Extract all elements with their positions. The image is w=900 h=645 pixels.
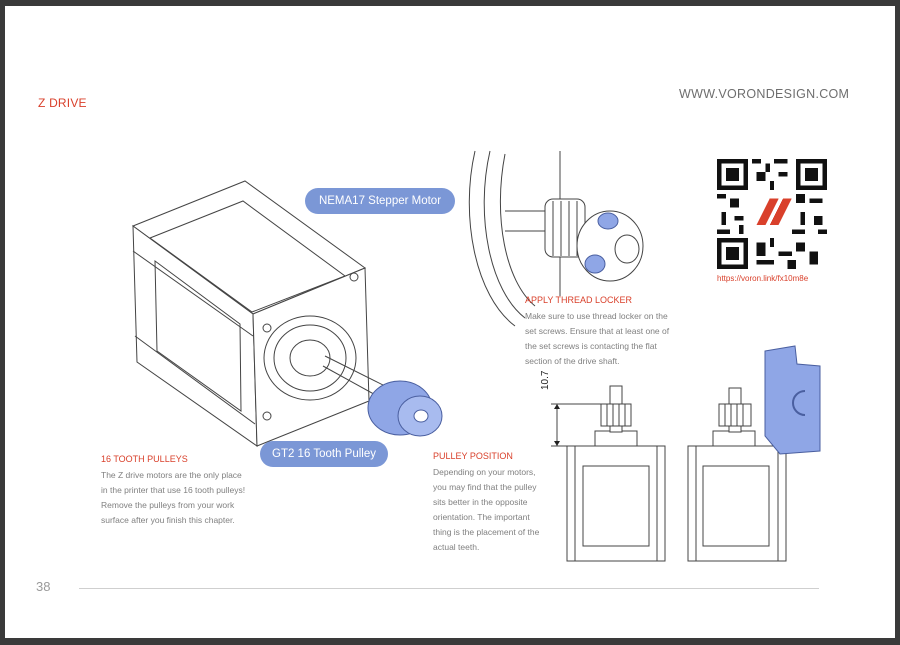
qr-link[interactable]: https://voron.link/fx10m8e [717, 274, 809, 283]
thread-locker-heading: APPLY THREAD LOCKER [525, 295, 633, 305]
pulley-position-right [687, 387, 787, 562]
pulley-position-text: Depending on your motors, you may find t… [433, 465, 558, 555]
text-line: thing is the placement of the [433, 527, 540, 537]
stepper-motor-illustration [131, 180, 386, 447]
text-line: Depending on your motors, [433, 467, 536, 477]
pulley-illustration [367, 380, 443, 437]
dimension-label: 10.7 [540, 370, 551, 390]
manual-page: Z DRIVE WWW.VORONDESIGN.COM NEMA17 Stepp… [5, 6, 895, 638]
assembly-illustrations [131, 150, 821, 562]
text-line: The Z drive motors are the only place [101, 470, 242, 480]
pulley-callout: GT2 16 Tooth Pulley [260, 441, 388, 467]
text-line: Make sure to use thread locker on the [525, 311, 668, 321]
qr-code[interactable] [717, 159, 827, 269]
section-title: Z DRIVE [38, 96, 87, 110]
text-line: the set screws is contacting the flat [525, 341, 657, 351]
text-line: set screws. Ensure that at least one of [525, 326, 670, 336]
text-line: sits better in the opposite [433, 497, 528, 507]
motor-callout: NEMA17 Stepper Motor [305, 188, 455, 214]
text-line: Remove the pulleys from your work [101, 500, 235, 510]
footer-divider [79, 588, 819, 589]
text-line: actual teeth. [433, 542, 480, 552]
text-line: section of the drive shaft. [525, 356, 620, 366]
text-line: orientation. The important [433, 512, 530, 522]
page-number: 38 [36, 579, 51, 594]
pulley-position-left [551, 385, 666, 562]
tooth-pulleys-text: The Z drive motors are the only place in… [101, 468, 271, 528]
pulley-position-heading: PULLEY POSITION [433, 451, 513, 461]
text-line: you may find that the pulley [433, 482, 537, 492]
set-screw-illustration [584, 254, 606, 274]
thread-locker-text: Make sure to use thread locker on the se… [525, 309, 685, 369]
tooth-pulleys-heading: 16 TOOTH PULLEYS [101, 454, 188, 464]
arrowhead [554, 404, 560, 409]
arrowhead [554, 441, 560, 446]
set-screw-illustration [597, 212, 619, 230]
text-line: surface after you finish this chapter. [101, 515, 235, 525]
text-line: in the printer that use 16 tooth pulleys… [101, 485, 246, 495]
website-url: WWW.VORONDESIGN.COM [679, 87, 850, 101]
